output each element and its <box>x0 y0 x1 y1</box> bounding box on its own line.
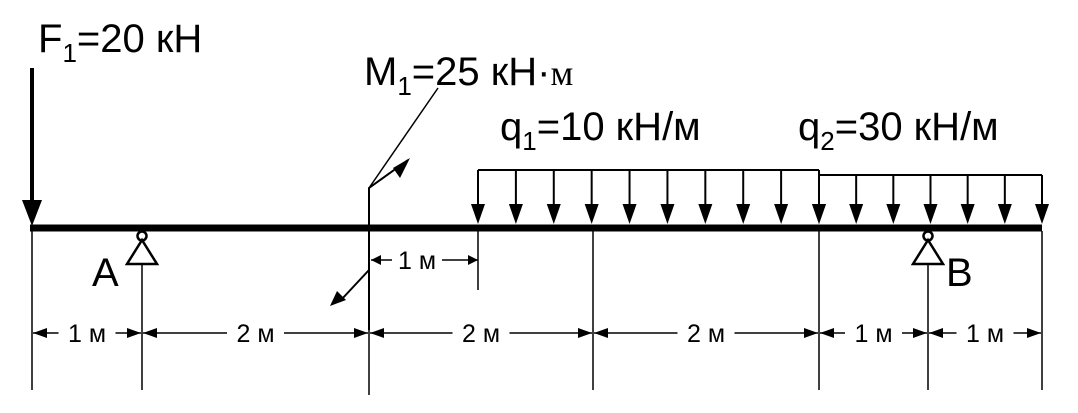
dimension-arrow-left <box>370 328 384 338</box>
q2-arrow-head <box>923 204 938 224</box>
support-b-label: B <box>946 251 973 295</box>
dimension-arrow-right <box>354 328 368 338</box>
force-f1-label: F1=20 кН <box>38 17 202 68</box>
dimension-label: 1 м <box>68 320 106 348</box>
dimension-arrow-left <box>594 328 608 338</box>
dimension-arrow-right <box>127 328 141 338</box>
dimension-chain: 1 м 2 м 2 м 2 м 1 м 1 м <box>33 320 1041 348</box>
dimension-arrow-left <box>143 328 157 338</box>
dimension-arrow-left <box>33 328 47 338</box>
dimension-label: 1 м <box>966 320 1004 348</box>
q1-arrow-head <box>774 204 789 224</box>
dimension-arrow-right <box>913 328 927 338</box>
moment-arrow-head-top <box>393 158 410 178</box>
support-b <box>910 230 946 266</box>
q2-arrow-head <box>849 204 864 224</box>
q2-label: q2=30 кН/м <box>798 105 999 156</box>
moment-m1-label: M1=25 кН·м <box>364 50 573 101</box>
dimension-label: 2 м <box>462 320 500 348</box>
distributed-load-q1 <box>471 169 826 224</box>
q1-arrow-head <box>584 204 599 224</box>
q1-label: q1=10 кН/м <box>500 105 701 156</box>
dimension-arrow-right <box>804 328 818 338</box>
dimension-arrow-left <box>929 328 943 338</box>
dimension-arrow-right <box>1027 328 1041 338</box>
dimension-extension-lines <box>31 231 1043 395</box>
support-a <box>124 230 160 266</box>
dimension-label: 2 м <box>687 320 725 348</box>
moment-arrow-head-bottom <box>330 291 346 306</box>
dimension-arrow-right <box>578 328 592 338</box>
q1-arrow-head <box>622 204 637 224</box>
dimension-offset <box>371 255 478 265</box>
q2-arrow-head <box>960 204 975 224</box>
dimension-label: 2 м <box>236 320 274 348</box>
dimension-offset-label: 1 м <box>398 247 436 275</box>
q1-arrow-head <box>698 204 713 224</box>
dimension-arrow-left <box>820 328 834 338</box>
support-a-label: A <box>92 251 119 295</box>
distributed-load-q2 <box>812 170 1049 224</box>
q1-arrow-head <box>546 204 561 224</box>
q2-arrow-head <box>812 204 826 224</box>
moment-m1-symbol <box>340 87 439 330</box>
q2-arrow-head <box>886 204 901 224</box>
dimension-label: 1 м <box>854 320 892 348</box>
q1-arrow-head <box>508 204 523 224</box>
q1-arrow-head <box>736 204 751 224</box>
q2-arrow-head <box>997 204 1012 224</box>
force-f1-arrow <box>22 68 42 226</box>
q1-arrow-head <box>471 204 485 224</box>
q1-arrow-head <box>660 204 675 224</box>
q2-arrow-head <box>1035 204 1049 224</box>
